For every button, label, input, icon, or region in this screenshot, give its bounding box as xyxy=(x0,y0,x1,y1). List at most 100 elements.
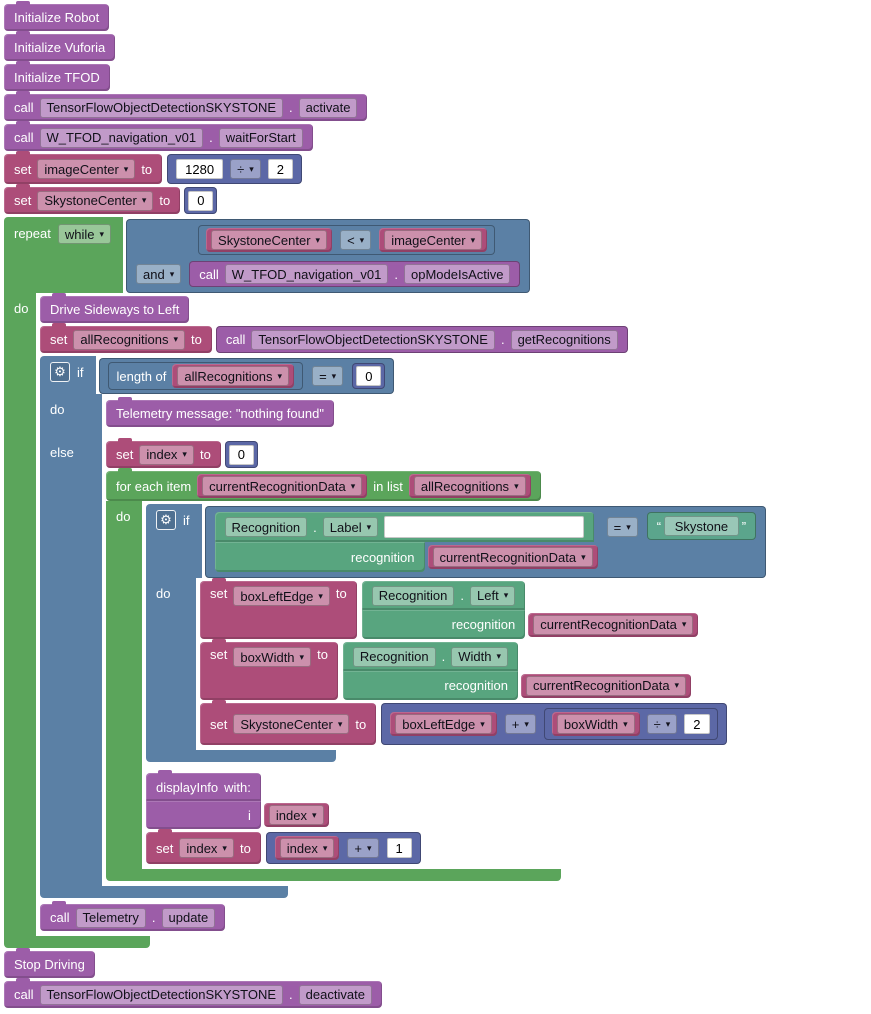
recognition-label-bottom[interactable]: recognition xyxy=(214,542,425,572)
number-block-0[interactable]: 0 xyxy=(184,187,218,214)
field-repeat-mode-dropdown[interactable]: while▾ xyxy=(57,224,112,244)
field-variable[interactable]: SkystoneCenter▾ xyxy=(211,230,328,250)
field-method-name[interactable]: activate xyxy=(298,97,358,118)
var-get-currentrecognitiondata[interactable]: currentRecognitionData▾ xyxy=(520,673,692,698)
logic-and-block[interactable]: SkystoneCenter▾ <▾ imageCenter▾ and▾ cal… xyxy=(126,219,531,293)
block-telemetry-nothing-found[interactable]: Telemetry message: "nothing found" xyxy=(106,397,334,427)
recognition-left-bottom[interactable]: recognition xyxy=(361,610,526,639)
var-get-currentrecognitiondata[interactable]: currentRecognitionData▾ xyxy=(528,612,699,637)
field-variable[interactable]: currentRecognitionData▾ xyxy=(202,476,363,496)
field-empty-text[interactable] xyxy=(384,516,585,538)
field-number[interactable]: 1280 xyxy=(176,159,224,179)
block-call-opmodeisactive[interactable]: call W_TFOD_navigation_v01 . opModeIsAct… xyxy=(189,261,521,287)
repeat-do-spine[interactable]: do xyxy=(4,293,36,936)
for-each-foot[interactable] xyxy=(106,869,561,881)
set-block-skystonecenter[interactable]: set SkystoneCenter▾ to xyxy=(4,184,181,214)
field-variable-dropdown[interactable]: imageCenter▾ xyxy=(37,159,136,179)
mutator-gear-icon[interactable]: ⚙ xyxy=(50,362,70,382)
field-method-name[interactable]: update xyxy=(161,907,216,928)
math-divide-block[interactable]: boxWidth▾ ÷▾ 2 xyxy=(543,708,718,740)
block-call-waitforstart[interactable]: call W_TFOD_navigation_v01 . waitForStar… xyxy=(4,121,313,151)
field-number[interactable]: 0 xyxy=(188,190,214,211)
field-variable[interactable]: boxWidth▾ xyxy=(556,714,635,734)
block-drive-sideways-left[interactable]: Drive Sideways to Left xyxy=(40,293,190,323)
set-block-index[interactable]: set index▾ to xyxy=(106,438,221,468)
block-initialize-tfod[interactable]: Initialize TFOD xyxy=(4,61,110,91)
block-stop-driving[interactable]: Stop Driving xyxy=(4,948,95,978)
set-block-boxwidth[interactable]: set boxWidth▾ to xyxy=(200,639,338,700)
field-operator-dropdown[interactable]: +▾ xyxy=(347,838,379,858)
field-method-name[interactable]: deactivate xyxy=(298,984,372,1005)
field-variable[interactable]: currentRecognitionData▾ xyxy=(525,675,687,696)
field-class-name[interactable]: TensorFlowObjectDetectionSKYSTONE xyxy=(39,984,284,1005)
field-variable[interactable]: allRecognitions▾ xyxy=(177,366,290,386)
field-class-name[interactable]: Telemetry xyxy=(75,907,146,928)
repeat-head[interactable]: repeat while▾ xyxy=(4,217,124,293)
var-get-boxleftedge[interactable]: boxLeftEdge▾ xyxy=(390,712,497,736)
var-get-allrecognitions[interactable]: allRecognitions▾ xyxy=(408,474,531,498)
var-get-imagecenter[interactable]: imageCenter▾ xyxy=(379,228,488,252)
field-variable-dropdown[interactable]: allRecognitions▾ xyxy=(73,329,186,350)
text-block-skystone[interactable]: “ Skystone ” xyxy=(646,512,757,540)
field-variable-dropdown[interactable]: SkystoneCenter▾ xyxy=(37,190,154,211)
recognition-label-block[interactable]: Recognition . Label▾ xyxy=(214,512,598,572)
number-block-0[interactable]: 0 xyxy=(352,363,386,389)
if-foot[interactable] xyxy=(146,750,336,762)
if-else-spine[interactable]: else xyxy=(40,437,102,886)
field-class[interactable]: Recognition xyxy=(352,646,436,667)
comparison-eq-block[interactable]: length of allRecognitions▾ =▾ 0 xyxy=(98,358,395,394)
field-variable-dropdown[interactable]: boxWidth▾ xyxy=(233,647,312,667)
for-each-do-spine[interactable]: do xyxy=(106,501,142,869)
field-operator-dropdown[interactable]: <▾ xyxy=(340,230,372,250)
math-add-block[interactable]: index▾ +▾ 1 xyxy=(265,832,421,864)
if-do-spine[interactable]: do xyxy=(146,578,196,750)
set-block-imagecenter[interactable]: set imageCenter▾ to xyxy=(4,151,163,184)
field-property-dropdown[interactable]: Label▾ xyxy=(322,517,379,537)
repeat-foot[interactable] xyxy=(4,936,150,948)
math-divide-block[interactable]: 1280 ÷▾ 2 xyxy=(167,154,302,184)
block-initialize-robot[interactable]: Initialize Robot xyxy=(4,1,110,31)
field-method-name[interactable]: opModeIsActive xyxy=(403,264,511,284)
field-class-name[interactable]: W_TFOD_navigation_v01 xyxy=(224,264,389,284)
field-number[interactable]: 0 xyxy=(228,444,255,465)
field-class-name[interactable]: TensorFlowObjectDetectionSKYSTONE xyxy=(39,97,284,118)
field-variable-dropdown[interactable]: index▾ xyxy=(179,838,234,858)
field-variable-dropdown[interactable]: index▾ xyxy=(139,444,194,465)
block-call-telemetry-update[interactable]: call Telemetry . update xyxy=(40,901,226,931)
recognition-width-top[interactable]: Recognition . Width▾ xyxy=(342,642,518,671)
if-head[interactable]: ⚙ if xyxy=(40,356,96,394)
math-add-block[interactable]: boxLeftEdge▾ +▾ boxWidth▾ ÷▾ 2 xyxy=(381,703,727,745)
comparison-lt-block[interactable]: SkystoneCenter▾ <▾ imageCenter▾ xyxy=(198,225,496,255)
recognition-label-top[interactable]: Recognition . Label▾ xyxy=(214,512,595,542)
block-call-tfod-deactivate[interactable]: call TensorFlowObjectDetectionSKYSTONE .… xyxy=(4,978,382,1008)
set-block-boxleftedge[interactable]: set boxLeftEdge▾ to xyxy=(200,578,357,639)
mutator-gear-icon[interactable]: ⚙ xyxy=(156,510,176,530)
field-operator-dropdown[interactable]: +▾ xyxy=(504,714,536,734)
field-variable[interactable]: index▾ xyxy=(268,805,324,825)
field-variable[interactable]: currentRecognitionData▾ xyxy=(533,614,694,635)
field-text[interactable]: Skystone xyxy=(664,516,739,536)
field-class-name[interactable]: TensorFlowObjectDetectionSKYSTONE xyxy=(251,329,495,350)
field-class[interactable]: Recognition xyxy=(224,517,308,537)
number-block-0[interactable]: 0 xyxy=(224,441,259,468)
field-property-dropdown[interactable]: Left▾ xyxy=(470,585,516,606)
var-get-index[interactable]: index▾ xyxy=(274,836,340,860)
field-variable[interactable]: imageCenter▾ xyxy=(384,230,483,250)
set-block-allrecognitions[interactable]: set allRecognitions▾ to xyxy=(40,323,212,353)
var-loop-currentrecognitiondata[interactable]: currentRecognitionData▾ xyxy=(197,474,368,498)
if-do-spine[interactable]: do xyxy=(40,394,102,437)
field-variable-dropdown[interactable]: SkystoneCenter▾ xyxy=(233,714,350,734)
field-class[interactable]: Recognition xyxy=(371,585,455,606)
field-logic-op-dropdown[interactable]: and▾ xyxy=(136,264,182,284)
field-method-name[interactable]: waitForStart xyxy=(218,127,303,148)
field-variable[interactable]: allRecognitions▾ xyxy=(413,476,526,496)
field-number[interactable]: 1 xyxy=(386,838,412,858)
var-get-skystonecenter[interactable]: SkystoneCenter▾ xyxy=(206,228,333,252)
field-number[interactable]: 0 xyxy=(356,366,382,386)
var-get-index[interactable]: index▾ xyxy=(263,803,329,827)
set-block-skystonecenter[interactable]: set SkystoneCenter▾ to xyxy=(200,700,377,745)
field-method-name[interactable]: getRecognitions xyxy=(510,329,618,350)
field-number[interactable]: 2 xyxy=(267,159,293,179)
block-call-getrecognitions[interactable]: call TensorFlowObjectDetectionSKYSTONE .… xyxy=(215,326,628,353)
